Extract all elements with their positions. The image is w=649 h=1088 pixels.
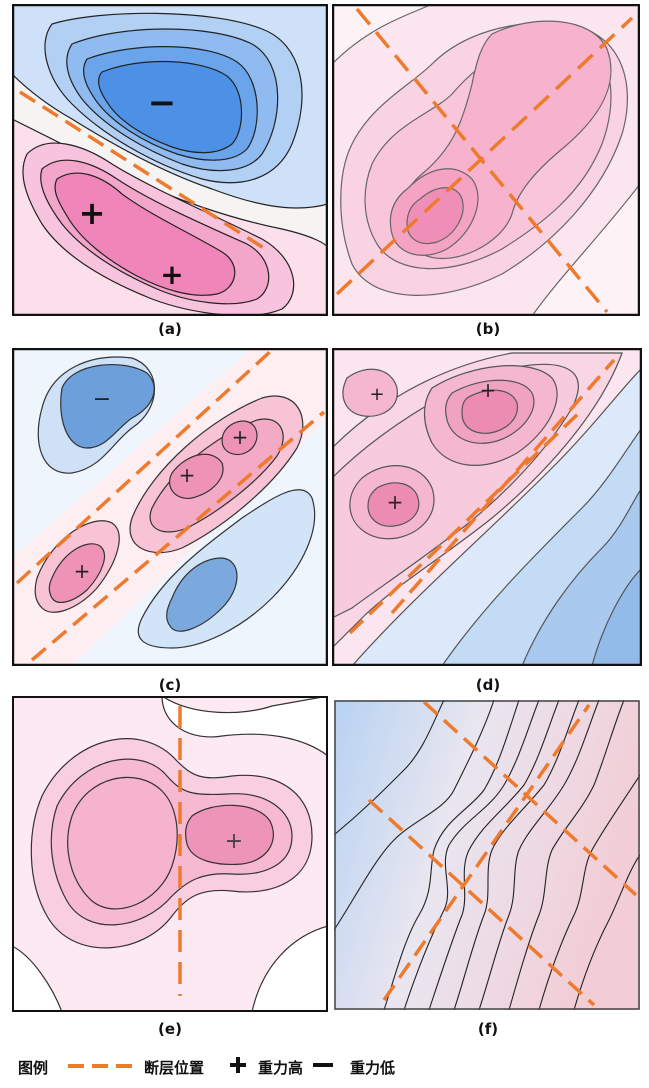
gravity-high-symbol: + bbox=[369, 384, 384, 405]
fault-line bbox=[390, 358, 616, 615]
fault-line bbox=[335, 16, 634, 296]
gravity-high-symbol: + bbox=[179, 463, 196, 487]
fault-line-swatch bbox=[68, 1064, 134, 1068]
legend-title: 图例 bbox=[18, 1059, 49, 1077]
contour-map-f bbox=[334, 700, 640, 1010]
fault-line bbox=[422, 700, 638, 897]
fault-line bbox=[19, 90, 271, 254]
gravity-low-swatch bbox=[313, 1063, 333, 1067]
gravity-high-swatch bbox=[230, 1057, 246, 1073]
legend-low-label: 重力低 bbox=[350, 1059, 396, 1077]
fault-line bbox=[382, 704, 591, 1001]
panel-b bbox=[332, 4, 640, 316]
legend: 图例 断层位置 重力高 重力低 bbox=[18, 1050, 638, 1080]
legend-high-label: 重力高 bbox=[258, 1059, 304, 1077]
panel-label-d: (d) bbox=[475, 676, 501, 694]
gravity-high-symbol: + bbox=[225, 829, 243, 854]
panel-d: + + + bbox=[332, 348, 642, 666]
contour-map-c: − + + + bbox=[12, 348, 328, 666]
panel-a: − + + bbox=[12, 4, 328, 316]
fault-line bbox=[30, 410, 326, 662]
panel-f bbox=[334, 700, 640, 1010]
contour-map-b bbox=[332, 4, 640, 316]
contour-map-d: + + + bbox=[332, 348, 642, 666]
fault-line bbox=[367, 798, 596, 1007]
gravity-high-symbol: + bbox=[160, 258, 183, 291]
panel-e: + bbox=[12, 696, 328, 1012]
panel-label-f: (f) bbox=[477, 1020, 499, 1038]
panel-label-c: (c) bbox=[158, 676, 182, 694]
fault-line bbox=[15, 348, 274, 585]
contour-map-a: − + + bbox=[12, 4, 328, 316]
gravity-high-symbol: + bbox=[480, 378, 497, 402]
panel-label-a: (a) bbox=[158, 320, 182, 338]
panel-label-e: (e) bbox=[158, 1020, 182, 1038]
gravity-low-symbol: − bbox=[93, 387, 111, 412]
legend-fault-label: 断层位置 bbox=[144, 1059, 205, 1077]
gravity-high-symbol: + bbox=[74, 559, 91, 583]
panel-c: − + + + bbox=[12, 348, 328, 666]
gravity-low-symbol: − bbox=[148, 83, 177, 123]
contour-map-e: + bbox=[12, 696, 328, 1012]
gravity-high-symbol: + bbox=[387, 490, 404, 514]
panel-label-b: (b) bbox=[475, 320, 501, 338]
gravity-high-symbol: + bbox=[232, 425, 249, 449]
gravity-high-symbol: + bbox=[79, 194, 106, 232]
